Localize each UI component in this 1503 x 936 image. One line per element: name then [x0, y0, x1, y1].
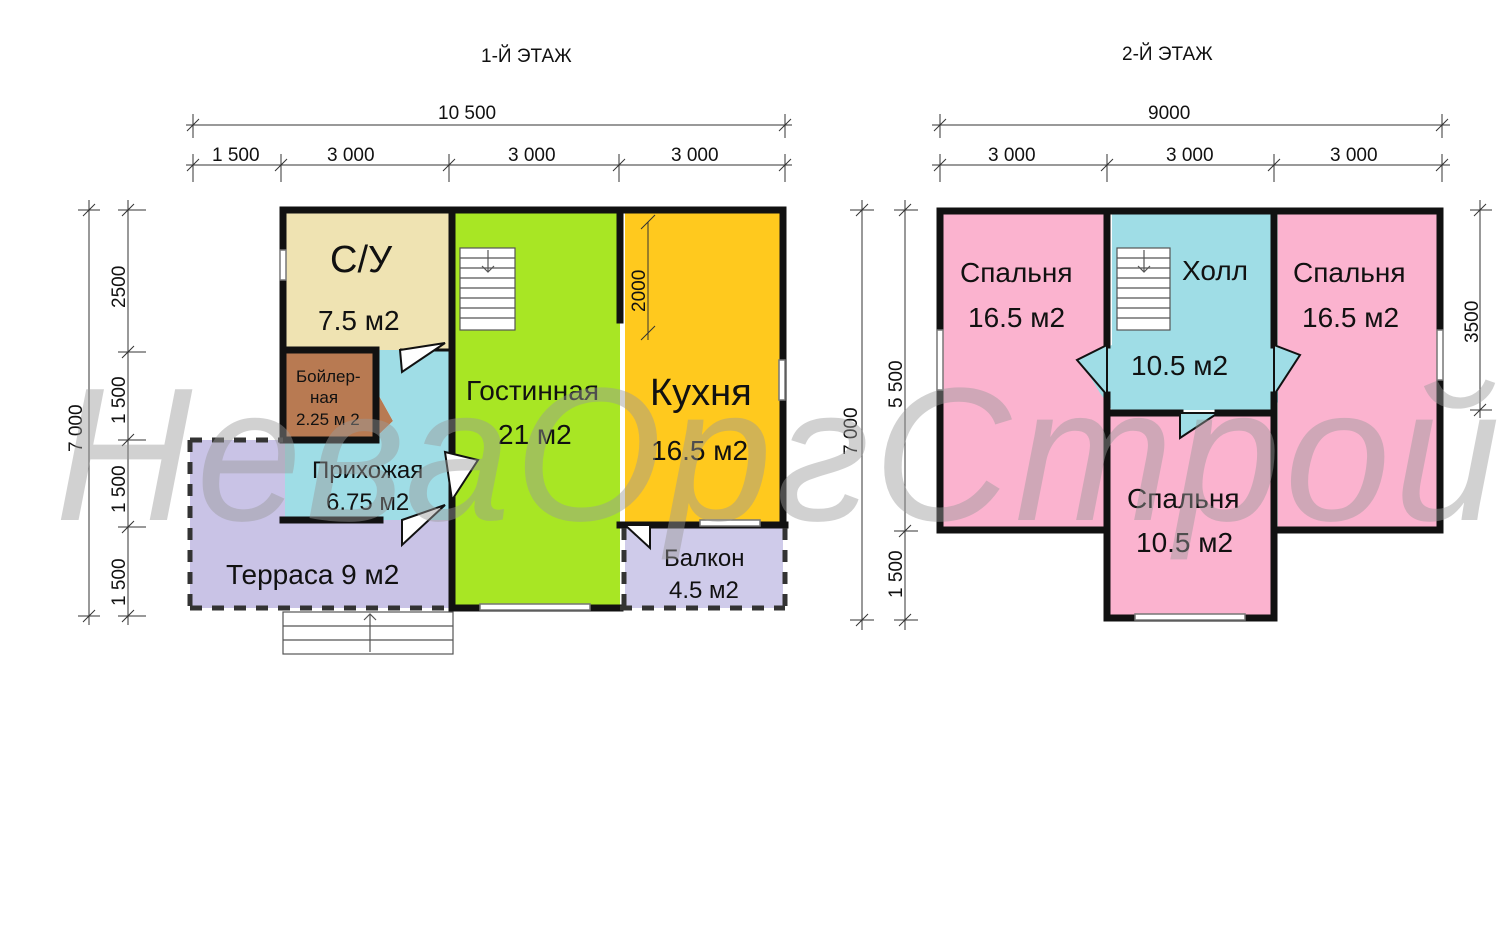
room-hallway-name: Прихожая	[312, 457, 423, 484]
room-balcony-name: Балкон	[664, 545, 744, 572]
floor1-doors	[398, 342, 651, 551]
floor1-top-dimensions	[186, 114, 792, 182]
floor1-dim-total: 10 500	[438, 103, 496, 124]
floor1-dim-left-seg-1: 2500	[109, 266, 130, 308]
floor1-dim-seg-4: 3 000	[671, 145, 719, 166]
floor2-dim-seg-1: 3 000	[988, 145, 1036, 166]
floor1-dim-seg-2: 3 000	[327, 145, 375, 166]
floor2-dim-seg-3: 3 000	[1330, 145, 1378, 166]
room-bedroom-right-area: 16.5 м2	[1302, 302, 1399, 333]
room-kitchen-area: 16.5 м2	[651, 435, 748, 466]
room-boiler-name2: ная	[310, 388, 338, 407]
floor2-doors	[1075, 343, 1302, 440]
floor1-dim-seg-1: 1 500	[212, 145, 260, 166]
room-terrace-label: Терраса 9 м2	[226, 559, 399, 590]
floor2-top-dimensions	[932, 114, 1450, 182]
floor2-dim-total: 9000	[1148, 103, 1190, 124]
room-living-area: 21 м2	[498, 419, 572, 450]
room-su	[285, 213, 450, 350]
room-bedroom-bottom-name: Спальня	[1127, 483, 1240, 514]
room-bedroom-bottom	[1110, 416, 1272, 616]
room-kitchen-name: Кухня	[650, 372, 752, 414]
room-hall-2f-area: 10.5 м2	[1131, 350, 1228, 381]
room-bedroom-left	[942, 214, 1104, 528]
floor1-windows	[279, 249, 786, 611]
room-hall-2f-name: Холл	[1182, 255, 1248, 286]
room-bedroom-bottom-area: 10.5 м2	[1136, 527, 1233, 558]
floor1-dim-left-seg-2: 1 500	[109, 376, 130, 424]
floor1-dim-left-seg-3: 1 500	[109, 465, 130, 513]
floor2-dim-right-seg: 3500	[1462, 301, 1483, 343]
room-hallway-area: 6.75 м2	[326, 489, 409, 516]
stair-icon-2f	[1116, 247, 1171, 331]
room-boiler-area: 2.25 м 2	[296, 410, 360, 429]
room-su-area: 7.5 м2	[318, 305, 400, 336]
stair-dimension	[640, 214, 656, 341]
room-balcony	[625, 528, 783, 608]
floor1-dim-seg-3: 3 000	[508, 145, 556, 166]
room-bedroom-right	[1278, 214, 1438, 528]
room-kitchen	[625, 213, 780, 523]
floor2-windows	[936, 329, 1444, 621]
room-living-name: Гостинная	[466, 375, 599, 406]
room-bedroom-left-name: Спальня	[960, 257, 1073, 288]
floor2-left-dimensions	[850, 200, 918, 630]
room-bedroom-left-area: 16.5 м2	[968, 302, 1065, 333]
room-bedroom-right-name: Спальня	[1293, 257, 1406, 288]
room-boiler	[285, 350, 393, 440]
terrace-railing	[187, 437, 788, 611]
floor1-plan: 2000 С/У 7.5 м2 Бойлер- ная 2.25 м 2 При…	[66, 45, 792, 655]
floor2-right-dimensions	[1470, 200, 1492, 418]
floor2-dim-left-seg-2: 1 500	[886, 550, 907, 598]
room-boiler-name1: Бойлер-	[296, 367, 361, 386]
stair-icon	[459, 247, 516, 331]
floor1-dim-left-seg-4: 1 500	[109, 558, 130, 606]
floor1-left-dimensions	[78, 200, 146, 625]
floor2-dim-left-total: 7 000	[841, 407, 862, 455]
room-su-name: С/У	[330, 239, 393, 281]
floor2-dim-left-seg-1: 5 500	[886, 360, 907, 408]
floor2-dim-seg-2: 3 000	[1166, 145, 1214, 166]
floor2-plan: Спальня 16.5 м2 Холл 10.5 м2 Спальня 16.…	[841, 43, 1492, 630]
stair-dimension-text: 2000	[629, 270, 650, 312]
room-terrace	[190, 440, 450, 608]
floor2-title: 2-Й ЭТАЖ	[1122, 43, 1213, 65]
room-hallway	[285, 350, 450, 520]
floor1-title: 1-Й ЭТАЖ	[481, 45, 572, 67]
room-balcony-area: 4.5 м2	[669, 577, 739, 604]
entrance-steps	[282, 611, 454, 655]
floor1-dim-left-total: 7 000	[66, 404, 87, 452]
watermark-logo: НеваОргСтрой	[55, 349, 1503, 561]
